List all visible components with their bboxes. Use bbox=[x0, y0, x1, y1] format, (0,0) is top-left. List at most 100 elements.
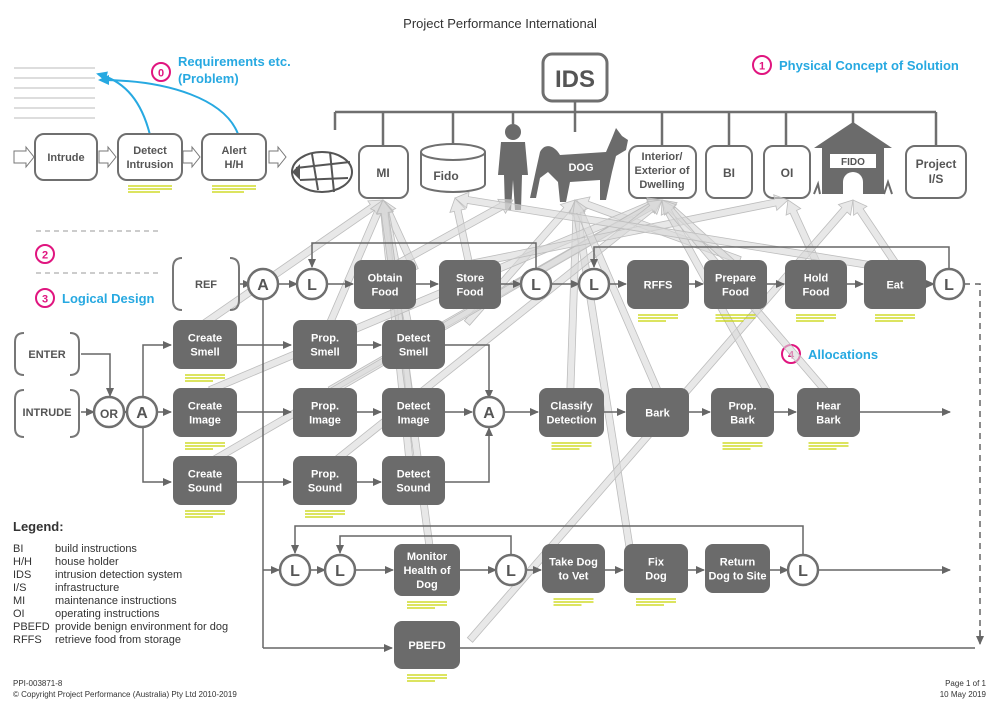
node-label: L bbox=[531, 277, 541, 294]
physical-bi-box[interactable]: BI bbox=[705, 145, 753, 199]
physical-oi-box[interactable]: OI bbox=[763, 145, 811, 199]
svg-text:Detect: Detect bbox=[133, 145, 167, 157]
problem-intrude-box[interactable]: Intrude bbox=[34, 133, 98, 181]
fido-food-can[interactable]: Fido bbox=[420, 143, 486, 193]
callout-logical-design: 3 Logical Design bbox=[35, 288, 155, 308]
function-box-prop-bark[interactable]: Prop.Bark bbox=[711, 388, 774, 450]
function-box-prop-sound[interactable]: Prop. Sound bbox=[293, 456, 357, 518]
function-box-label: Store bbox=[456, 273, 484, 285]
callout-number: 3 bbox=[42, 294, 48, 306]
physical-interior-exterior-box[interactable]: Interior/ Exterior of Dwelling bbox=[628, 145, 697, 199]
loop-node[interactable]: L bbox=[786, 553, 820, 587]
callout-number: 0 bbox=[158, 68, 164, 80]
function-box-label: Bark bbox=[645, 408, 670, 420]
loop-node[interactable]: L bbox=[494, 553, 528, 587]
callout-number: 2 bbox=[42, 250, 48, 262]
legend-definition: maintenance instructions bbox=[55, 595, 177, 607]
function-box-label: Prop. bbox=[311, 469, 339, 481]
svg-text:REF: REF bbox=[195, 279, 217, 291]
legend-abbr: H/H bbox=[13, 556, 32, 568]
problem-detect-intrusion-box[interactable]: Detect Intrusion bbox=[117, 133, 183, 181]
function-box-label: Classify bbox=[550, 401, 593, 413]
page-title: Project Performance International bbox=[403, 16, 597, 31]
and-node[interactable]: A bbox=[246, 267, 280, 301]
svg-text:ENTER: ENTER bbox=[28, 349, 65, 361]
or-node[interactable]: OR bbox=[92, 395, 126, 429]
function-box-label: Sound bbox=[308, 483, 342, 495]
svg-text:FIDO: FIDO bbox=[841, 157, 865, 168]
callout-2: 2 bbox=[35, 244, 55, 264]
legend-abbr: I/S bbox=[13, 582, 26, 594]
function-box-label: Dog bbox=[645, 571, 666, 583]
function-box-label: Eat bbox=[886, 280, 903, 292]
intrude-input[interactable]: INTRUDE bbox=[14, 389, 80, 438]
function-box-label: Food bbox=[722, 287, 749, 299]
function-box-bark[interactable]: Bark bbox=[626, 388, 689, 437]
loop-node[interactable]: L bbox=[577, 267, 611, 301]
allocation-arrow bbox=[572, 199, 664, 398]
function-box-rffs[interactable]: RFFS bbox=[627, 260, 689, 322]
loop-node[interactable]: L bbox=[278, 553, 312, 587]
function-box-eat[interactable]: Eat bbox=[864, 260, 926, 322]
dog-icon[interactable]: DOG bbox=[530, 128, 628, 202]
svg-text:Alert: Alert bbox=[221, 145, 246, 157]
physical-project-is-box[interactable]: Project I/S bbox=[905, 145, 967, 199]
callout-label: Allocations bbox=[808, 347, 878, 362]
ref-input[interactable]: REF bbox=[172, 257, 240, 311]
function-box-label: Detect bbox=[397, 333, 431, 345]
ids-root-box[interactable]: IDS bbox=[541, 52, 609, 103]
function-box-pbefd[interactable]: PBEFD bbox=[394, 621, 460, 682]
function-box-prop-smell[interactable]: Prop.Smell bbox=[293, 320, 357, 369]
svg-text:MI: MI bbox=[376, 166, 389, 180]
and-node[interactable]: A bbox=[472, 395, 506, 429]
function-box-label: Hold bbox=[804, 273, 828, 285]
node-label: OR bbox=[100, 407, 118, 421]
function-box-label: Take Dog bbox=[549, 557, 598, 569]
enter-input[interactable]: ENTER bbox=[14, 332, 80, 376]
loop-node[interactable]: L bbox=[519, 267, 553, 301]
footer-date: 10 May 2019 bbox=[940, 690, 987, 699]
loop-node[interactable]: L bbox=[932, 267, 966, 301]
function-box-prop-image[interactable]: Prop.Image bbox=[293, 388, 357, 437]
physical-mi-box[interactable]: MI bbox=[358, 145, 409, 199]
node-label: A bbox=[136, 405, 148, 422]
function-box-label: Bark bbox=[730, 415, 755, 427]
function-box-label: Prop. bbox=[311, 401, 339, 413]
function-box-label: Create bbox=[188, 401, 222, 413]
node-label: L bbox=[589, 277, 599, 294]
function-box-label: PBEFD bbox=[408, 640, 445, 652]
allocation-arrow bbox=[449, 197, 474, 270]
svg-text:Exterior of: Exterior of bbox=[634, 165, 689, 177]
and-node[interactable]: A bbox=[125, 395, 159, 429]
kennel-icon[interactable]: FIDO bbox=[813, 122, 893, 195]
legend-definition: intrusion detection system bbox=[55, 569, 182, 581]
allocation-arrow bbox=[438, 194, 789, 274]
callout-requirements: 0 Requirements etc. (Problem) bbox=[151, 54, 291, 86]
callout-physical-concept: 1 Physical Concept of Solution bbox=[752, 55, 959, 75]
loop-node[interactable]: L bbox=[295, 267, 329, 301]
loop-node[interactable]: L bbox=[323, 553, 357, 587]
flow-lines bbox=[81, 242, 984, 652]
function-box-label: Prop. bbox=[311, 333, 339, 345]
function-box-label: Smell bbox=[399, 347, 428, 359]
problem-alert-box[interactable]: Alert H/H bbox=[201, 133, 267, 181]
requirements-document-lines bbox=[14, 67, 95, 119]
